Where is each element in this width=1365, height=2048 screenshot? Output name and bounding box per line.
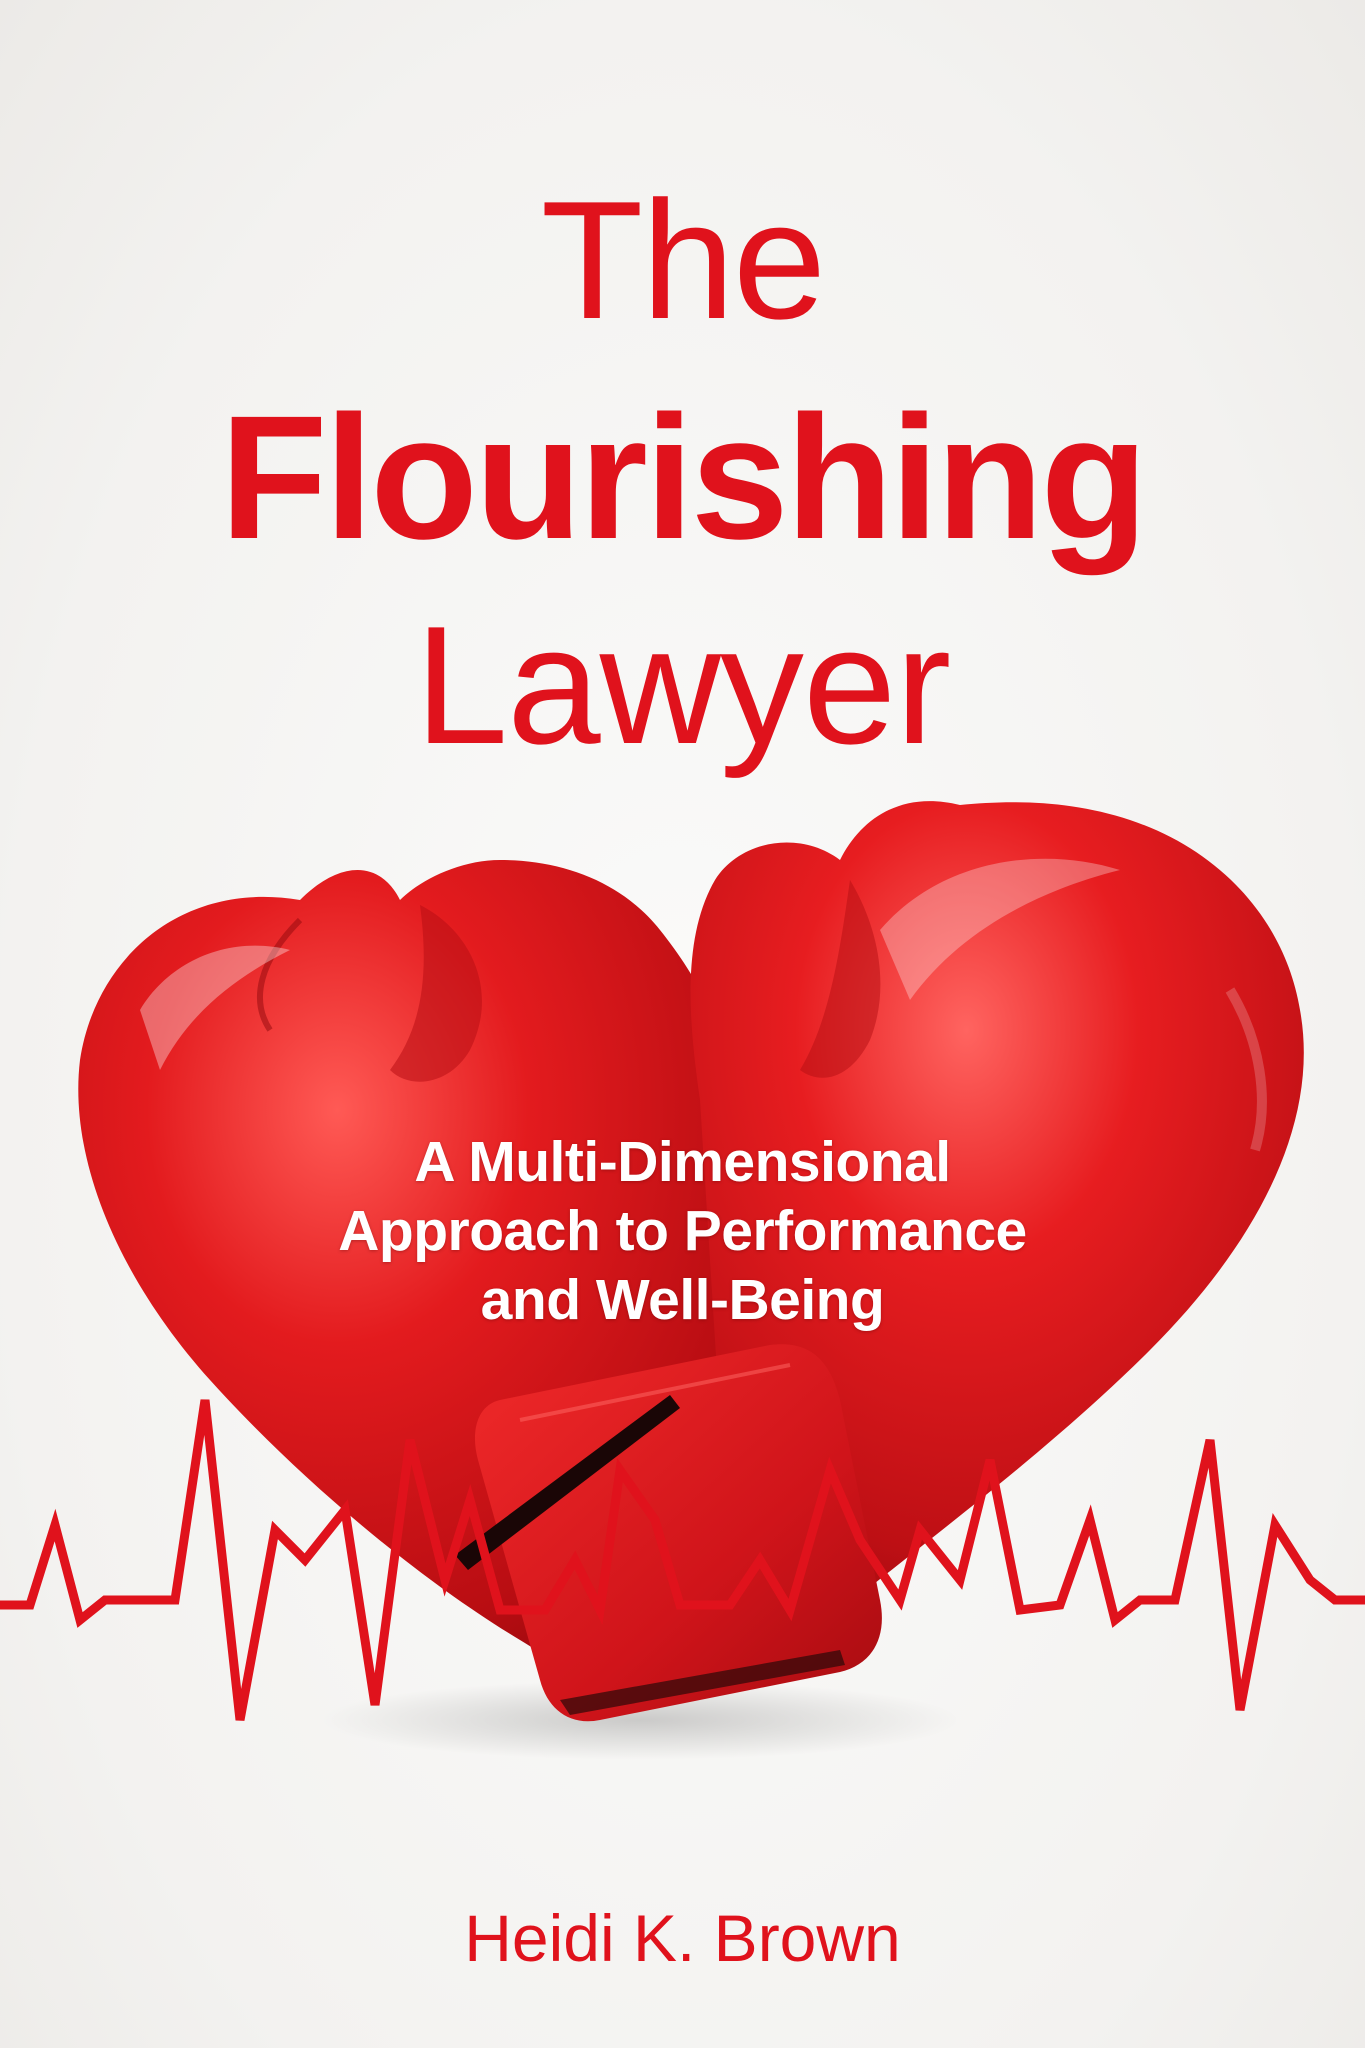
author-name: Heidi K. Brown bbox=[464, 1901, 901, 1975]
left-glove-highlight bbox=[140, 945, 290, 1070]
subtitle-line-1: A Multi-Dimensional bbox=[414, 1130, 951, 1194]
title-line-2: Flourishing bbox=[219, 380, 1148, 576]
title-line-1: The bbox=[540, 166, 827, 354]
glove-shadow bbox=[320, 1680, 960, 1760]
subtitle-line-2: Approach to Performance bbox=[338, 1199, 1027, 1263]
heartbeat-line bbox=[0, 1399, 1365, 1721]
cuff-bottom-edge bbox=[560, 1650, 845, 1715]
glove-cuff bbox=[474, 1344, 882, 1722]
subtitle: A Multi-Dimensional Approach to Performa… bbox=[0, 1128, 1365, 1335]
subtitle-line-3: and Well-Being bbox=[480, 1268, 885, 1332]
left-glove-thumb bbox=[390, 905, 482, 1082]
right-glove-edge-shine bbox=[1225, 987, 1267, 1152]
left-glove-crease bbox=[257, 917, 303, 1032]
right-glove-highlight bbox=[880, 858, 1120, 1000]
cuff-stitch bbox=[519, 1363, 791, 1422]
title-line-3: Lawyer bbox=[414, 591, 952, 779]
cuff-slit bbox=[455, 1395, 680, 1570]
right-glove-thumb bbox=[800, 880, 881, 1078]
